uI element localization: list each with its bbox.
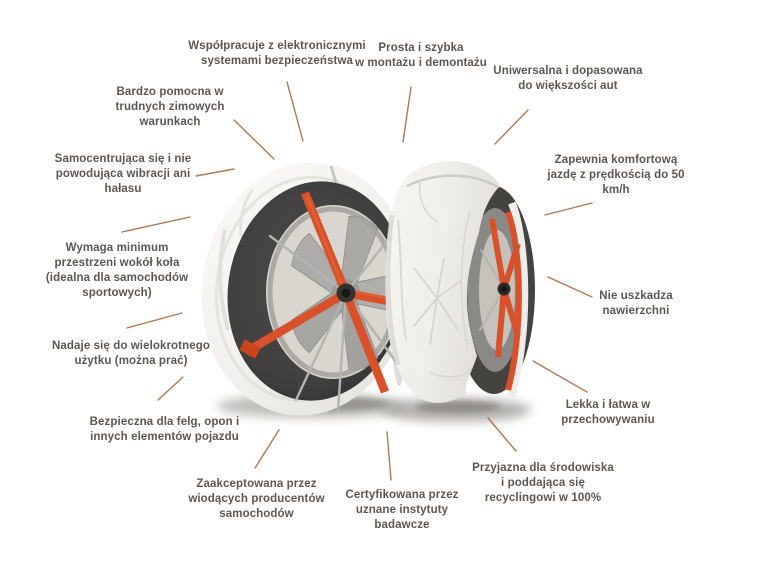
connector-zaakceptowana [254,429,280,469]
left-wheel-with-sock [201,162,432,416]
connector-lines [121,81,593,481]
connector-wspolpracuje [286,81,304,142]
strap-buckle [239,339,261,359]
feature-label-safe-for-rims: Bezpieczna dla felg, opon i innych eleme… [89,416,240,443]
feature-label-reusable-washable: Nadaje się do wielokrotnego użytku (możn… [52,340,210,367]
feature-label-comfort-speed: Zapewnia komfortową jazdę z prędkością d… [547,154,685,196]
fabric-creases [385,174,499,378]
feature-label-safety-systems: Współpracuje z elektronicznymi systemami… [188,40,366,67]
right-orange-straps [489,218,521,358]
rim-orange-strap [505,210,522,391]
connector-lekka [532,360,588,393]
feature-label-minimum-clearance: Wymaga minimum przestrzeni wokół koła (i… [45,242,189,299]
connector-certyfikowana [386,431,392,481]
feature-label-eco-recyclable: Przyjazna dla środowiska i poddająca się… [472,462,614,504]
sock-tread-band [385,160,500,403]
connector-bardzo [233,119,275,160]
feature-label-winter-help: Bardzo pomocna w trudnych zimowych warun… [115,86,225,128]
connector-nieuszkadza [547,276,593,298]
connector-uniwersalna [494,109,529,145]
feature-label-light-storage: Lekka i łatwa w przechowywaniu [561,399,655,426]
feature-label-no-surface-damage: Nie uszkadza nawierzchni [599,290,673,317]
connector-wymaga [121,216,191,233]
feature-label-easy-mounting: Prosta i szybka w montażu i demontażu [355,42,487,69]
feature-label-certified: Certyfikowana przez uznane instytuty bad… [345,489,459,531]
connector-zapewnia [544,202,593,216]
connector-bezpieczna [157,376,184,401]
connector-nadaje [126,312,183,329]
feature-label-universal-fit: Uniwersalna i dopasowana do większości a… [493,65,643,92]
feature-label-manufacturer-approved: Zaakceptowana przez wiodących producentó… [188,478,325,520]
connector-prosta [402,86,412,143]
connector-przyjazna [487,417,517,452]
connector-samocentrujaca [195,168,235,177]
feature-label-self-centering: Samocentrująca się i nie powodująca wibr… [54,153,192,195]
right-tire-with-sock [385,160,535,403]
